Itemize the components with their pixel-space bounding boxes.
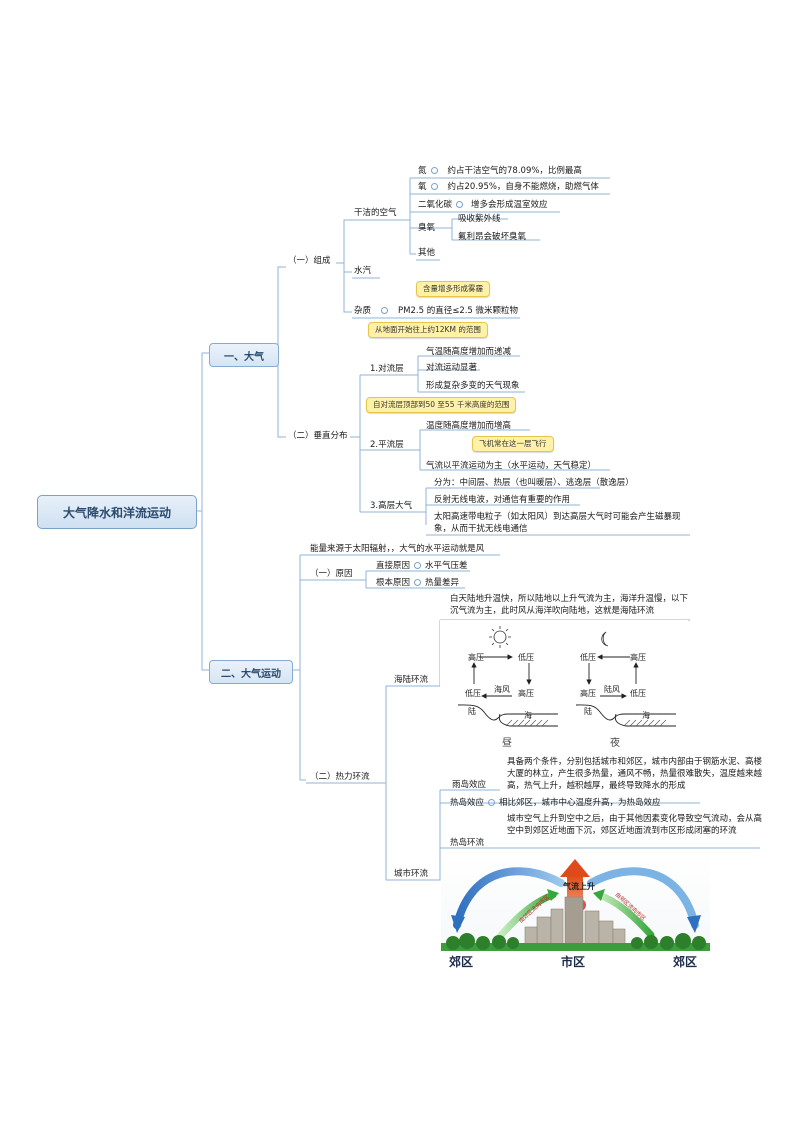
rain-island-desc[interactable]: 具备两个条件，分别包括城市和郊区，城市内部由于钢筋水泥、高楼大厦的林立，产生很多… bbox=[507, 757, 763, 791]
left-inflow-arrow bbox=[497, 891, 557, 939]
topic-dot-icon bbox=[414, 579, 422, 586]
svg-text:昼: 昼 bbox=[502, 737, 512, 749]
topic-dot-icon bbox=[430, 167, 438, 174]
topic-dot-icon bbox=[381, 307, 389, 314]
sea-land-desc[interactable]: 白天陆地升温快，所以陆地以上升气流为主，海洋升温慢，以下沉气流为主，此时风从海洋… bbox=[450, 594, 689, 616]
node-direct-cause[interactable]: 直接原因 水平气压差 bbox=[376, 560, 468, 572]
svg-text:海: 海 bbox=[524, 710, 532, 720]
node-sea-land[interactable]: 海陆环流 bbox=[394, 675, 429, 685]
heat-island-label: 热岛效应 bbox=[450, 798, 485, 808]
right-descending-arrow bbox=[587, 867, 699, 929]
root-topic[interactable]: 大气降水和洋流运动 bbox=[37, 495, 197, 529]
svg-text:高压: 高压 bbox=[518, 688, 534, 698]
node-o3-cfc[interactable]: 氟利昂会破坏臭氧 bbox=[458, 232, 527, 242]
node-upper-atmosphere[interactable]: 3.高层大气 bbox=[370, 501, 413, 511]
svg-text:陆: 陆 bbox=[468, 706, 476, 716]
branch-atmosphere[interactable]: 一、大气 bbox=[209, 343, 279, 367]
right-inflow-arrow bbox=[595, 891, 655, 939]
svg-text:郊区: 郊区 bbox=[673, 954, 697, 969]
svg-text:高压: 高压 bbox=[630, 652, 646, 662]
heat-island-circ-desc[interactable]: 城市空气上升到空中之后，由于其他因素变化导致空气流动，会从高空中到郊区近地面下沉… bbox=[507, 814, 763, 836]
root-cause-desc: 热量差异 bbox=[425, 578, 460, 588]
node-composition[interactable]: （一）组成 bbox=[288, 256, 331, 266]
svg-text:低压: 低压 bbox=[465, 688, 481, 698]
note-smog: 含量增多形成雾霾 bbox=[416, 281, 490, 297]
strat-item-1[interactable]: 温度随高度增加而增高 bbox=[426, 421, 512, 431]
node-impurity[interactable]: 杂质 PM2.5 的直径≤2.5 微米颗粒物 bbox=[354, 305, 518, 317]
node-dry-air[interactable]: 干洁的空气 bbox=[354, 208, 397, 218]
node-other[interactable]: 其他 bbox=[418, 248, 436, 258]
node-thermal-circulation[interactable]: （二）热力环流 bbox=[310, 772, 370, 782]
svg-text:郊区: 郊区 bbox=[449, 954, 473, 969]
node-energy[interactable]: 能量来源于太阳辐射，，大气的水平运动就是风 bbox=[310, 544, 485, 554]
node-vapor[interactable]: 水汽 bbox=[354, 266, 372, 276]
o2-desc: 约占20.95%，自身不能燃烧，助燃气体 bbox=[447, 182, 599, 192]
svg-text:市区: 市区 bbox=[561, 954, 585, 969]
urban-heat-island-figure: 气流上升 热 由郊区流向市区 由郊区流向市区 郊区 市区 郊区 bbox=[441, 853, 710, 970]
strat-item-2[interactable]: 气流以平流运动为主（水平运动，天气稳定） bbox=[426, 461, 597, 471]
trop-item-2[interactable]: 对流运动显著 bbox=[426, 363, 478, 373]
node-vertical[interactable]: （二）垂直分布 bbox=[288, 431, 348, 441]
co2-label: 二氧化碳 bbox=[418, 200, 453, 210]
node-n2[interactable]: 氮 约占干洁空气的78.09%，比例最高 bbox=[418, 165, 582, 177]
direct-label: 直接原因 bbox=[376, 561, 411, 571]
upper-item-3[interactable]: 太阳高速带电粒子（如太阳风）到达高层大气时可能会产生磁暴现象，从而干扰无线电通信 bbox=[434, 512, 681, 534]
upper-item-1[interactable]: 分为：中间层、热层（也叫暖层）、逃逸层（散逸层） bbox=[434, 478, 634, 488]
topic-dot-icon bbox=[456, 201, 464, 208]
direct-desc: 水平气压差 bbox=[425, 561, 468, 571]
node-root-cause[interactable]: 根本原因 热量差异 bbox=[376, 577, 459, 589]
co2-desc: 增多会形成温室效应 bbox=[471, 200, 548, 210]
sun-icon bbox=[489, 626, 511, 648]
node-troposphere[interactable]: 1.对流层 bbox=[370, 364, 404, 374]
svg-text:低压: 低压 bbox=[580, 652, 596, 662]
sea-land-figure: 高压 低压 低压 高压 海风 陆 海 昼 低压 高压 高压 低压 陆风 陆 海 … bbox=[440, 620, 688, 752]
node-o3-uv[interactable]: 吸收紫外线 bbox=[458, 214, 501, 224]
node-o3[interactable]: 臭氧 bbox=[418, 223, 436, 233]
topic-dot-icon bbox=[414, 562, 422, 569]
upper-item-2[interactable]: 反射无线电波，对通信有重要的作用 bbox=[434, 495, 571, 505]
node-o2[interactable]: 氧 约占20.95%，自身不能燃烧，助燃气体 bbox=[418, 181, 599, 193]
impurity-label: 杂质 bbox=[354, 306, 372, 316]
n2-label: 氮 bbox=[418, 166, 427, 176]
node-city-circulation[interactable]: 城市环流 bbox=[394, 869, 429, 879]
node-rain-island[interactable]: 雨岛效应 bbox=[452, 780, 487, 790]
node-co2[interactable]: 二氧化碳 增多会形成温室效应 bbox=[418, 199, 548, 211]
svg-text:夜: 夜 bbox=[610, 736, 620, 749]
o2-label: 氧 bbox=[418, 182, 427, 192]
note-troposphere: 从地面开始往上约12KM 的范围 bbox=[368, 322, 488, 338]
svg-text:高压: 高压 bbox=[580, 688, 596, 698]
root-cause-label: 根本原因 bbox=[376, 578, 411, 588]
svg-text:海: 海 bbox=[642, 710, 650, 720]
trop-item-1[interactable]: 气温随高度增加而递减 bbox=[426, 347, 512, 357]
branch-atmospheric-motion[interactable]: 二、大气运动 bbox=[209, 660, 293, 684]
svg-text:陆风: 陆风 bbox=[604, 684, 620, 694]
svg-text:低压: 低压 bbox=[518, 652, 534, 662]
heat-island-desc: 相比郊区，城市中心温度升高，为热岛效应 bbox=[499, 798, 661, 808]
trop-item-3[interactable]: 形成复杂多变的天气现象 bbox=[426, 381, 520, 391]
svg-text:陆: 陆 bbox=[584, 706, 592, 716]
svg-text:气流上升: 气流上升 bbox=[562, 881, 595, 891]
node-stratosphere[interactable]: 2.平流层 bbox=[370, 440, 404, 450]
n2-desc: 约占干洁空气的78.09%，比例最高 bbox=[447, 166, 582, 176]
note-stratosphere: 自对流层顶部到50 至55 千米高度的范围 bbox=[366, 397, 517, 413]
node-cause[interactable]: （一）原因 bbox=[310, 569, 353, 579]
moon-icon bbox=[601, 631, 609, 647]
topic-dot-icon bbox=[488, 799, 496, 806]
left-descending-arrow bbox=[453, 867, 565, 929]
impurity-desc: PM2.5 的直径≤2.5 微米颗粒物 bbox=[398, 306, 519, 316]
node-heat-island[interactable]: 热岛效应 相比郊区，城市中心温度升高，为热岛效应 bbox=[450, 797, 661, 809]
topic-dot-icon bbox=[430, 183, 438, 190]
svg-text:高压: 高压 bbox=[468, 652, 484, 662]
note-aircraft: 飞机常在这一层飞行 bbox=[472, 436, 554, 452]
svg-text:低压: 低压 bbox=[630, 688, 646, 698]
svg-text:海风: 海风 bbox=[494, 684, 510, 694]
node-heat-island-circ[interactable]: 热岛环流 bbox=[450, 838, 485, 848]
